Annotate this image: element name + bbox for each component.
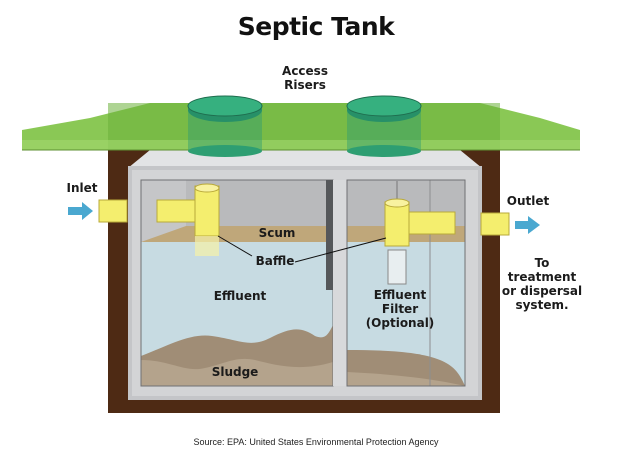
outlet-arrow [515,216,540,234]
outlet-pipe [480,212,510,236]
inlet-baffle-tee [156,183,220,256]
label-effluent-filter-line3: (Optional) [365,316,435,330]
tank-lid-bevel [128,150,482,168]
label-baffle: Baffle [255,254,295,268]
effluent-filter [387,249,407,285]
label-destination: To treatment or dispersal system. [500,256,584,312]
scum-layer [141,226,333,242]
partition-wall [333,180,347,386]
label-destination-line3: system. [515,298,569,312]
grass-ground [22,103,580,151]
label-access: Access [282,64,328,78]
label-destination-line1: To treatment [507,256,577,284]
label-inlet: Inlet [66,181,98,195]
label-access-risers: Access Risers [270,64,340,92]
label-effluent-filter-line2: Filter [381,302,419,316]
label-effluent-filter: Effluent Filter (Optional) [362,288,438,330]
label-outlet: Outlet [506,194,550,208]
inlet-arrow [68,202,93,220]
outlet-baffle-tee [384,181,456,285]
diagram-title: Septic Tank [237,12,395,41]
access-riser-left [187,95,263,157]
baffle-leader-left [217,235,253,257]
label-sludge: Sludge [211,365,259,379]
label-effluent: Effluent [213,289,267,303]
inlet-pipe [98,199,128,223]
access-riser-right [346,95,422,157]
label-scum: Scum [258,226,296,240]
label-destination-line2: or dispersal [501,284,583,298]
label-effluent-filter-line1: Effluent [373,288,427,302]
source-credit: Source: EPA: United States Environmental… [193,437,439,447]
baffle-leader-right [294,237,387,263]
label-risers: Risers [284,78,326,92]
